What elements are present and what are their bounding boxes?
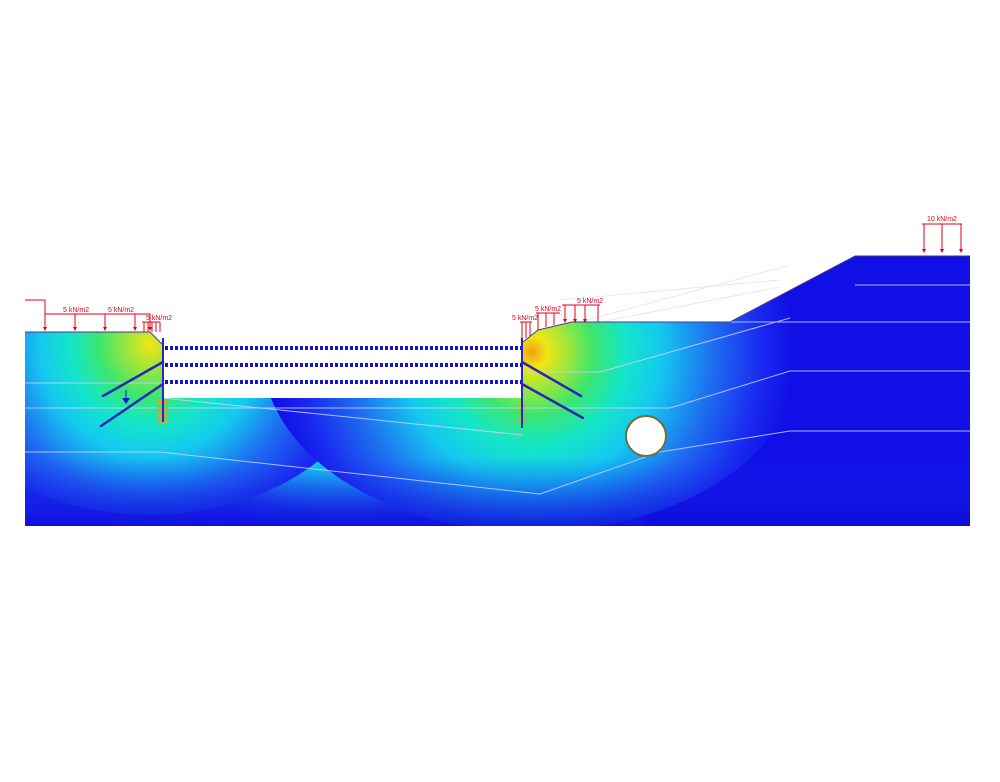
pile-mark [517, 411, 520, 414]
right-load-label-1: 5 kN/m2 [512, 315, 538, 322]
soil-domain [25, 256, 970, 526]
arrowhead [133, 327, 137, 331]
water-table-triangle-icon [122, 390, 130, 404]
pile-mark [158, 400, 162, 404]
arrowhead [563, 319, 567, 323]
left-load-label-3: 5 kN/m2 [146, 315, 172, 322]
arrowhead [583, 319, 587, 323]
tunnel [625, 415, 667, 457]
left-wall-piles [158, 400, 168, 424]
arrowhead [73, 327, 77, 331]
layer-line-6 [523, 317, 791, 373]
left-retaining-wall [158, 338, 168, 424]
pile-mark [164, 400, 168, 404]
arrowhead [940, 249, 944, 253]
pile-mark [158, 414, 162, 418]
arrowhead [959, 249, 963, 253]
construction-line-2 [599, 286, 781, 323]
load-arrowheads [43, 249, 963, 331]
arrowhead [43, 327, 47, 331]
layer-line-2 [25, 370, 970, 409]
slope-top-load-frame [922, 223, 962, 252]
pile-mark [164, 407, 168, 411]
right-mid-load-frame [536, 312, 560, 330]
construction-line-3 [559, 279, 781, 301]
left-load-frame [25, 299, 151, 330]
layer-line-7 [161, 397, 524, 436]
arrowhead [103, 327, 107, 331]
water-table-triangle [122, 398, 130, 404]
pile-mark [164, 420, 168, 424]
construction-line-1 [579, 264, 791, 323]
anchor-left-lower [99, 382, 165, 428]
tunnel-lining [625, 415, 667, 457]
right-load-label-3: 5 kN/m2 [577, 298, 603, 305]
anchor-left-upper [101, 360, 165, 398]
pile-mark [523, 411, 526, 414]
anchor-right-upper [520, 360, 583, 398]
pile-mark [517, 404, 520, 407]
pile-mark [158, 407, 162, 411]
left-load-label-1: 5 kN/m2 [63, 307, 89, 314]
right-load-label-2: 5 kN/m2 [535, 306, 561, 313]
anchor-right-lower [520, 382, 585, 420]
struts [165, 346, 521, 384]
arrowhead [922, 249, 926, 253]
right-wall-piles [517, 404, 526, 421]
arrowhead [573, 319, 577, 323]
pile-mark [523, 404, 526, 407]
right-wide-load-frame [562, 304, 600, 322]
arrowhead [148, 327, 152, 331]
layer-line-3 [25, 430, 970, 495]
right-small-load-frame [520, 321, 532, 340]
slope-top-load-label: 10 kN/m2 [927, 216, 957, 223]
pile-mark [164, 414, 168, 418]
left-load-label-2: 5 kN/m2 [108, 307, 134, 314]
layer-boundaries [25, 284, 970, 495]
surface-loads [25, 223, 962, 340]
ground-surface [25, 255, 970, 345]
pile-mark [517, 418, 520, 421]
ground-anchors [99, 360, 585, 428]
pile-mark [523, 418, 526, 421]
construction-lines [559, 264, 791, 323]
pile-mark [158, 420, 162, 424]
